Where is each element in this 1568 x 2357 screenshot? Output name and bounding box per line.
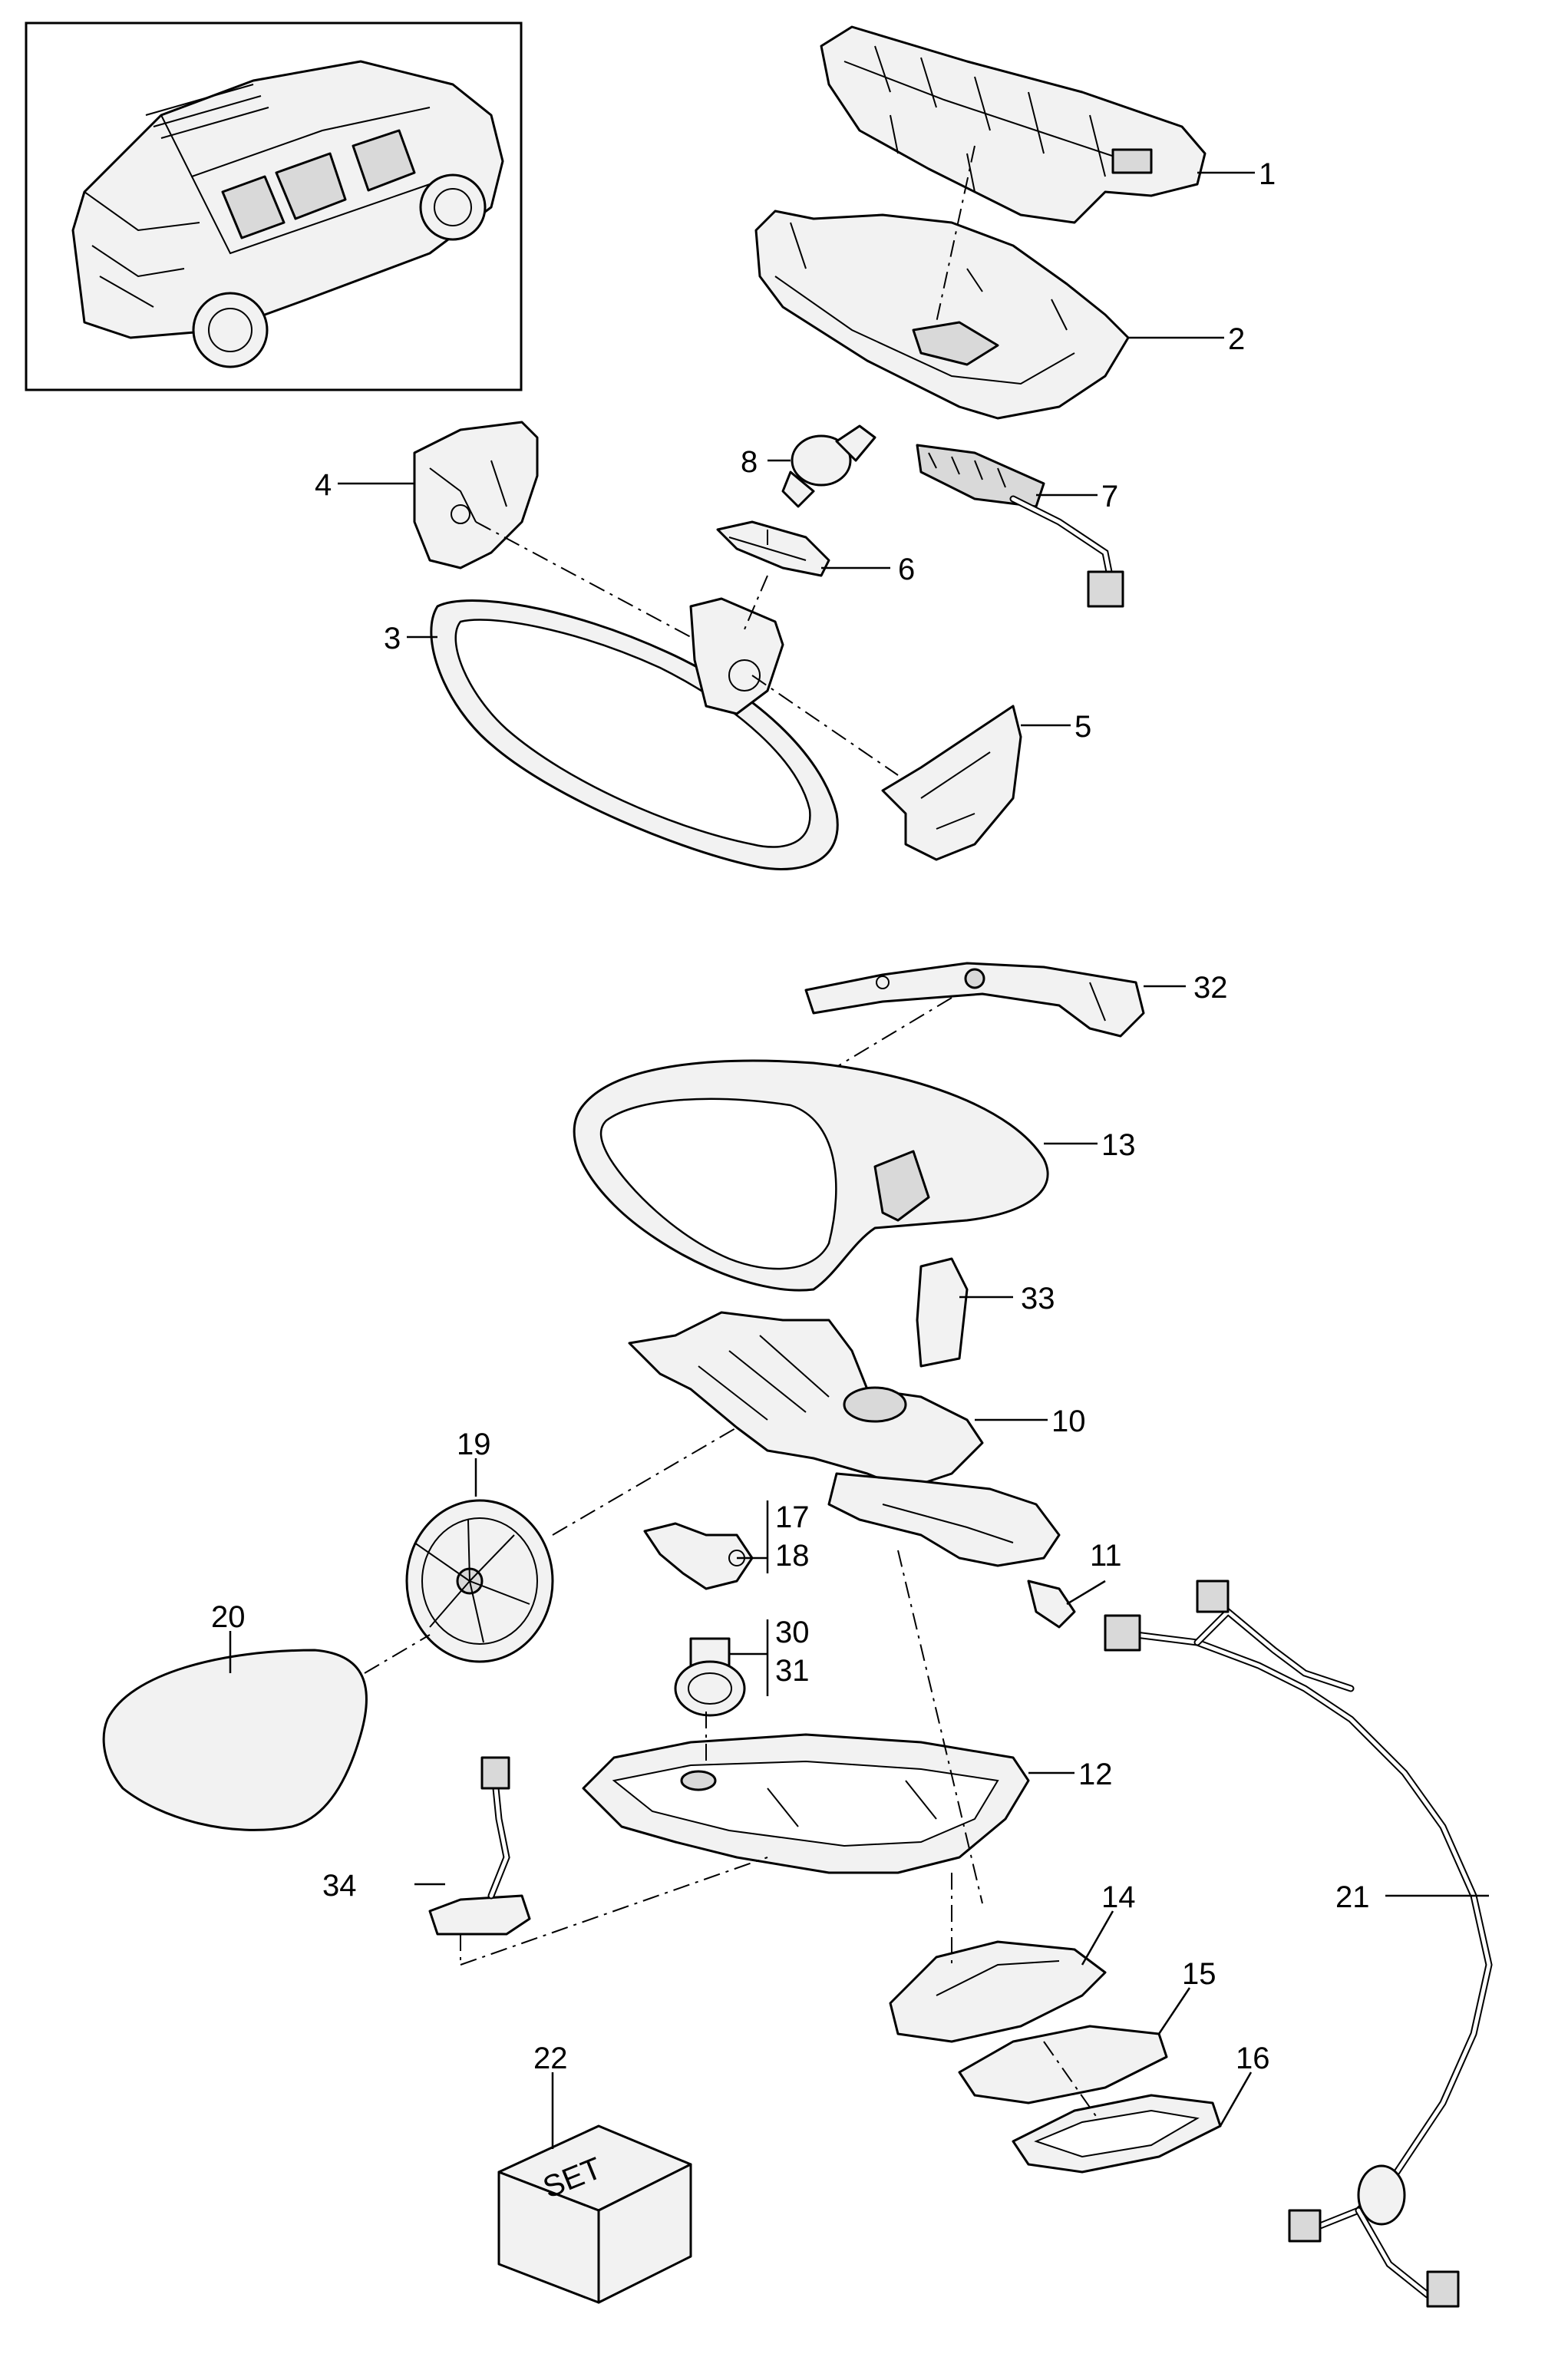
alignment-line-32: [836, 997, 952, 1068]
part-1-mounting-bracket: [820, 25, 1207, 224]
callout-8: 8: [741, 445, 758, 479]
alignment-line-4-3: [475, 521, 692, 638]
alignment-line-3-5: [751, 675, 899, 776]
callout-2: 2: [1228, 322, 1245, 356]
part-12-lower-shell: [582, 1733, 1030, 1874]
part-14-lamp-housing: [889, 1940, 1107, 2043]
callout-32: 32: [1193, 971, 1228, 1005]
callout-15: 15: [1182, 1957, 1216, 1991]
callout-34: 34: [322, 1869, 357, 1903]
callout-16: 16: [1236, 2042, 1270, 2075]
part-17-18-heating-element: [643, 1522, 754, 1590]
callout-1: 1: [1259, 157, 1276, 191]
part-3-frame-bezel: [430, 599, 839, 870]
part-4-housing-cap: [413, 421, 539, 569]
part-center-mount: [689, 597, 784, 715]
part-19-motor: [405, 1499, 554, 1663]
callout-14: 14: [1101, 1880, 1136, 1914]
part-16-lens: [1012, 2094, 1222, 2174]
alignment-line-10-12: [897, 1550, 983, 1904]
alignment-line-20-19: [364, 1634, 431, 1674]
part-32-arm-bracket: [804, 962, 1145, 1038]
alignment-line-15-16: [1043, 2041, 1098, 2119]
callout-7: 7: [1101, 480, 1118, 513]
callout-13: 13: [1101, 1128, 1136, 1162]
callout-4: 4: [315, 468, 332, 502]
part-2-base-cover: [754, 210, 1130, 420]
alignment-line-34-12: [460, 1857, 768, 1966]
callout-30: 30: [775, 1616, 810, 1649]
leader-lines: [229, 171, 1489, 2149]
callout-19: 19: [457, 1428, 491, 1461]
callout-12: 12: [1078, 1758, 1113, 1791]
part-10-base-bracket: [628, 1311, 1061, 1567]
part-34-approach-light: [428, 1756, 531, 1936]
part-11-clip: [1027, 1580, 1076, 1629]
part-8-sensor: [781, 424, 876, 508]
part-13-mirror-housing: [573, 1059, 1049, 1292]
part-20-mirror-glass: [102, 1649, 368, 1831]
alignment-line-6: [744, 575, 768, 630]
callout-6: 6: [898, 553, 915, 586]
vehicle-locator-inset: [25, 21, 523, 391]
part-2-alignment-line: [936, 145, 975, 323]
callout-10: 10: [1051, 1405, 1086, 1438]
part-30-31-puddle-light: [674, 1637, 746, 1717]
callout-31: 31: [775, 1654, 810, 1688]
part-22-set-box: SET: [497, 2124, 692, 2304]
part-6-clip: [716, 520, 830, 577]
part-15-lamp-insert: [958, 2025, 1168, 2104]
vehicle-illustration: [71, 60, 504, 368]
callout-18: 18: [775, 1539, 810, 1573]
part-7-connector-harness: [916, 444, 1124, 608]
callout-11: 11: [1090, 1539, 1122, 1573]
part-33-small-cover: [916, 1257, 969, 1368]
alignment-line-19-10: [552, 1427, 738, 1536]
callout-5: 5: [1074, 710, 1091, 744]
callout-21: 21: [1335, 1880, 1370, 1914]
part-5-lower-trim: [881, 705, 1022, 861]
callout-22: 22: [533, 2042, 568, 2075]
callout-20: 20: [211, 1600, 246, 1634]
callout-17: 17: [775, 1500, 810, 1534]
callout-3: 3: [384, 622, 401, 655]
callout-33: 33: [1021, 1282, 1055, 1315]
part-21-wiring-harness: [1104, 1580, 1493, 2308]
